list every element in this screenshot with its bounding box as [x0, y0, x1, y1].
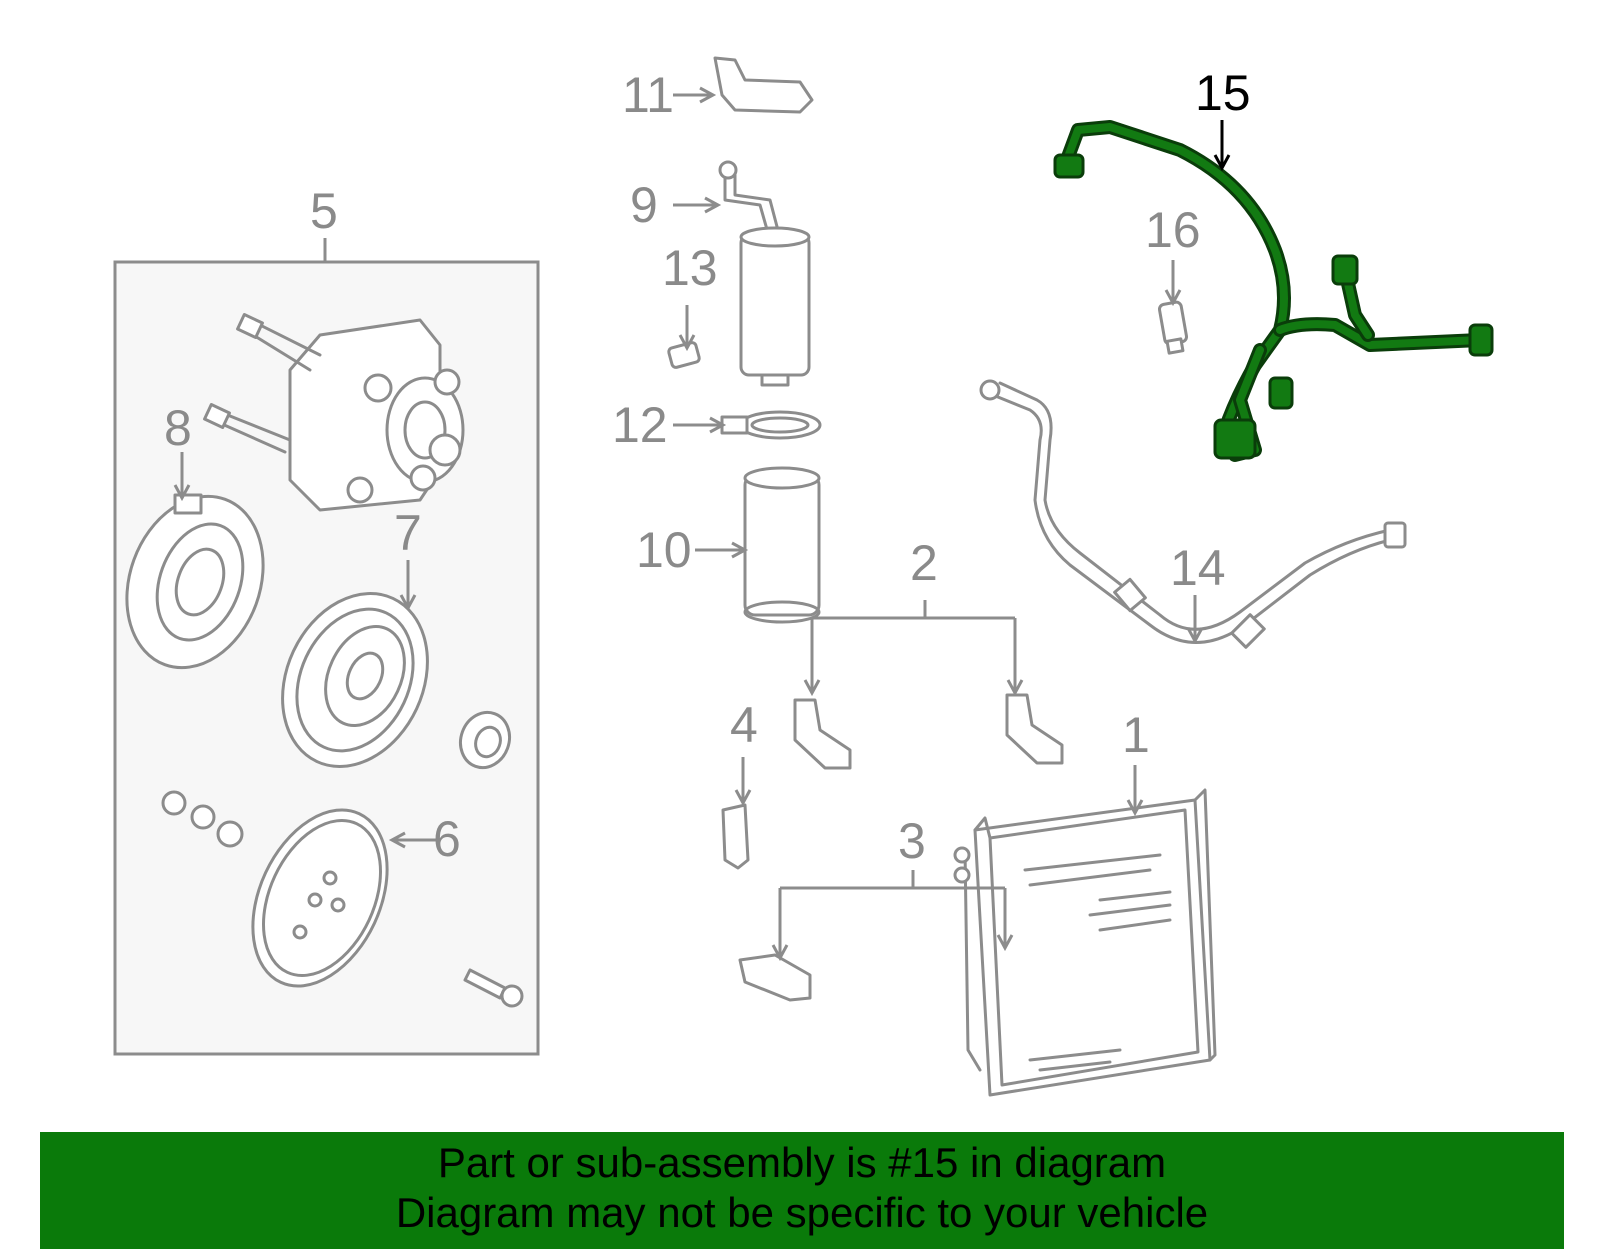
drier-bracket-top[interactable]	[713, 56, 814, 114]
condenser-bracket-right[interactable]	[1005, 693, 1064, 765]
liquid-line[interactable]	[979, 379, 1407, 649]
clutch-coil[interactable]	[104, 477, 286, 687]
banner-line-1: Part or sub-assembly is #15 in diagram	[437, 1139, 1167, 1186]
callout-14: 14	[1170, 540, 1226, 596]
clip[interactable]	[721, 803, 750, 870]
hose-fitting	[1213, 418, 1257, 460]
clutch-plate[interactable]	[226, 788, 413, 1007]
callout-4: 4	[730, 697, 758, 753]
condenser-bracket-left[interactable]	[793, 698, 852, 770]
condenser-mount-left[interactable]	[738, 953, 812, 1002]
hose-fitting	[1468, 323, 1494, 357]
banner-line-2: Diagram may not be specific to your vehi…	[395, 1189, 1209, 1236]
clutch-pulley[interactable]	[255, 570, 454, 791]
hose-fitting	[1053, 153, 1085, 179]
callout-16: 16	[1145, 202, 1201, 258]
info-banner: Part or sub-assembly is #15 in diagram D…	[40, 1132, 1564, 1249]
drier-fitting[interactable]	[667, 341, 701, 369]
callout-7: 7	[394, 505, 422, 561]
compressor-body[interactable]	[203, 313, 465, 512]
snap-rings[interactable]	[161, 790, 244, 848]
hose-fitting	[1268, 376, 1294, 410]
bearing[interactable]	[453, 705, 517, 774]
hose-assembly-15[interactable]	[1053, 120, 1494, 462]
callout-2: 2	[910, 535, 938, 591]
callout-5: 5	[310, 183, 338, 239]
callout-15: 15	[1195, 65, 1251, 121]
callout-8: 8	[164, 400, 192, 456]
callout-10: 10	[636, 522, 692, 578]
parts-diagram: 5 8 7 6 11 9 13 12 10 2 4 3 1 14 16 15	[104, 56, 1494, 1097]
callout-1: 1	[1122, 707, 1150, 763]
callout-9: 9	[630, 177, 658, 233]
callout-12: 12	[612, 397, 668, 453]
receiver-drier[interactable]	[718, 160, 811, 387]
drier-clamp[interactable]	[720, 410, 822, 440]
drier-sleeve[interactable]	[743, 466, 821, 624]
charge-valve[interactable]	[1157, 300, 1189, 355]
callout-11: 11	[622, 67, 674, 123]
callout-6: 6	[433, 811, 461, 867]
condenser[interactable]	[953, 788, 1217, 1097]
callout-13: 13	[662, 240, 718, 296]
compressor-bolt[interactable]	[463, 968, 524, 1008]
callout-3: 3	[898, 813, 926, 869]
hose-fitting	[1331, 254, 1359, 286]
